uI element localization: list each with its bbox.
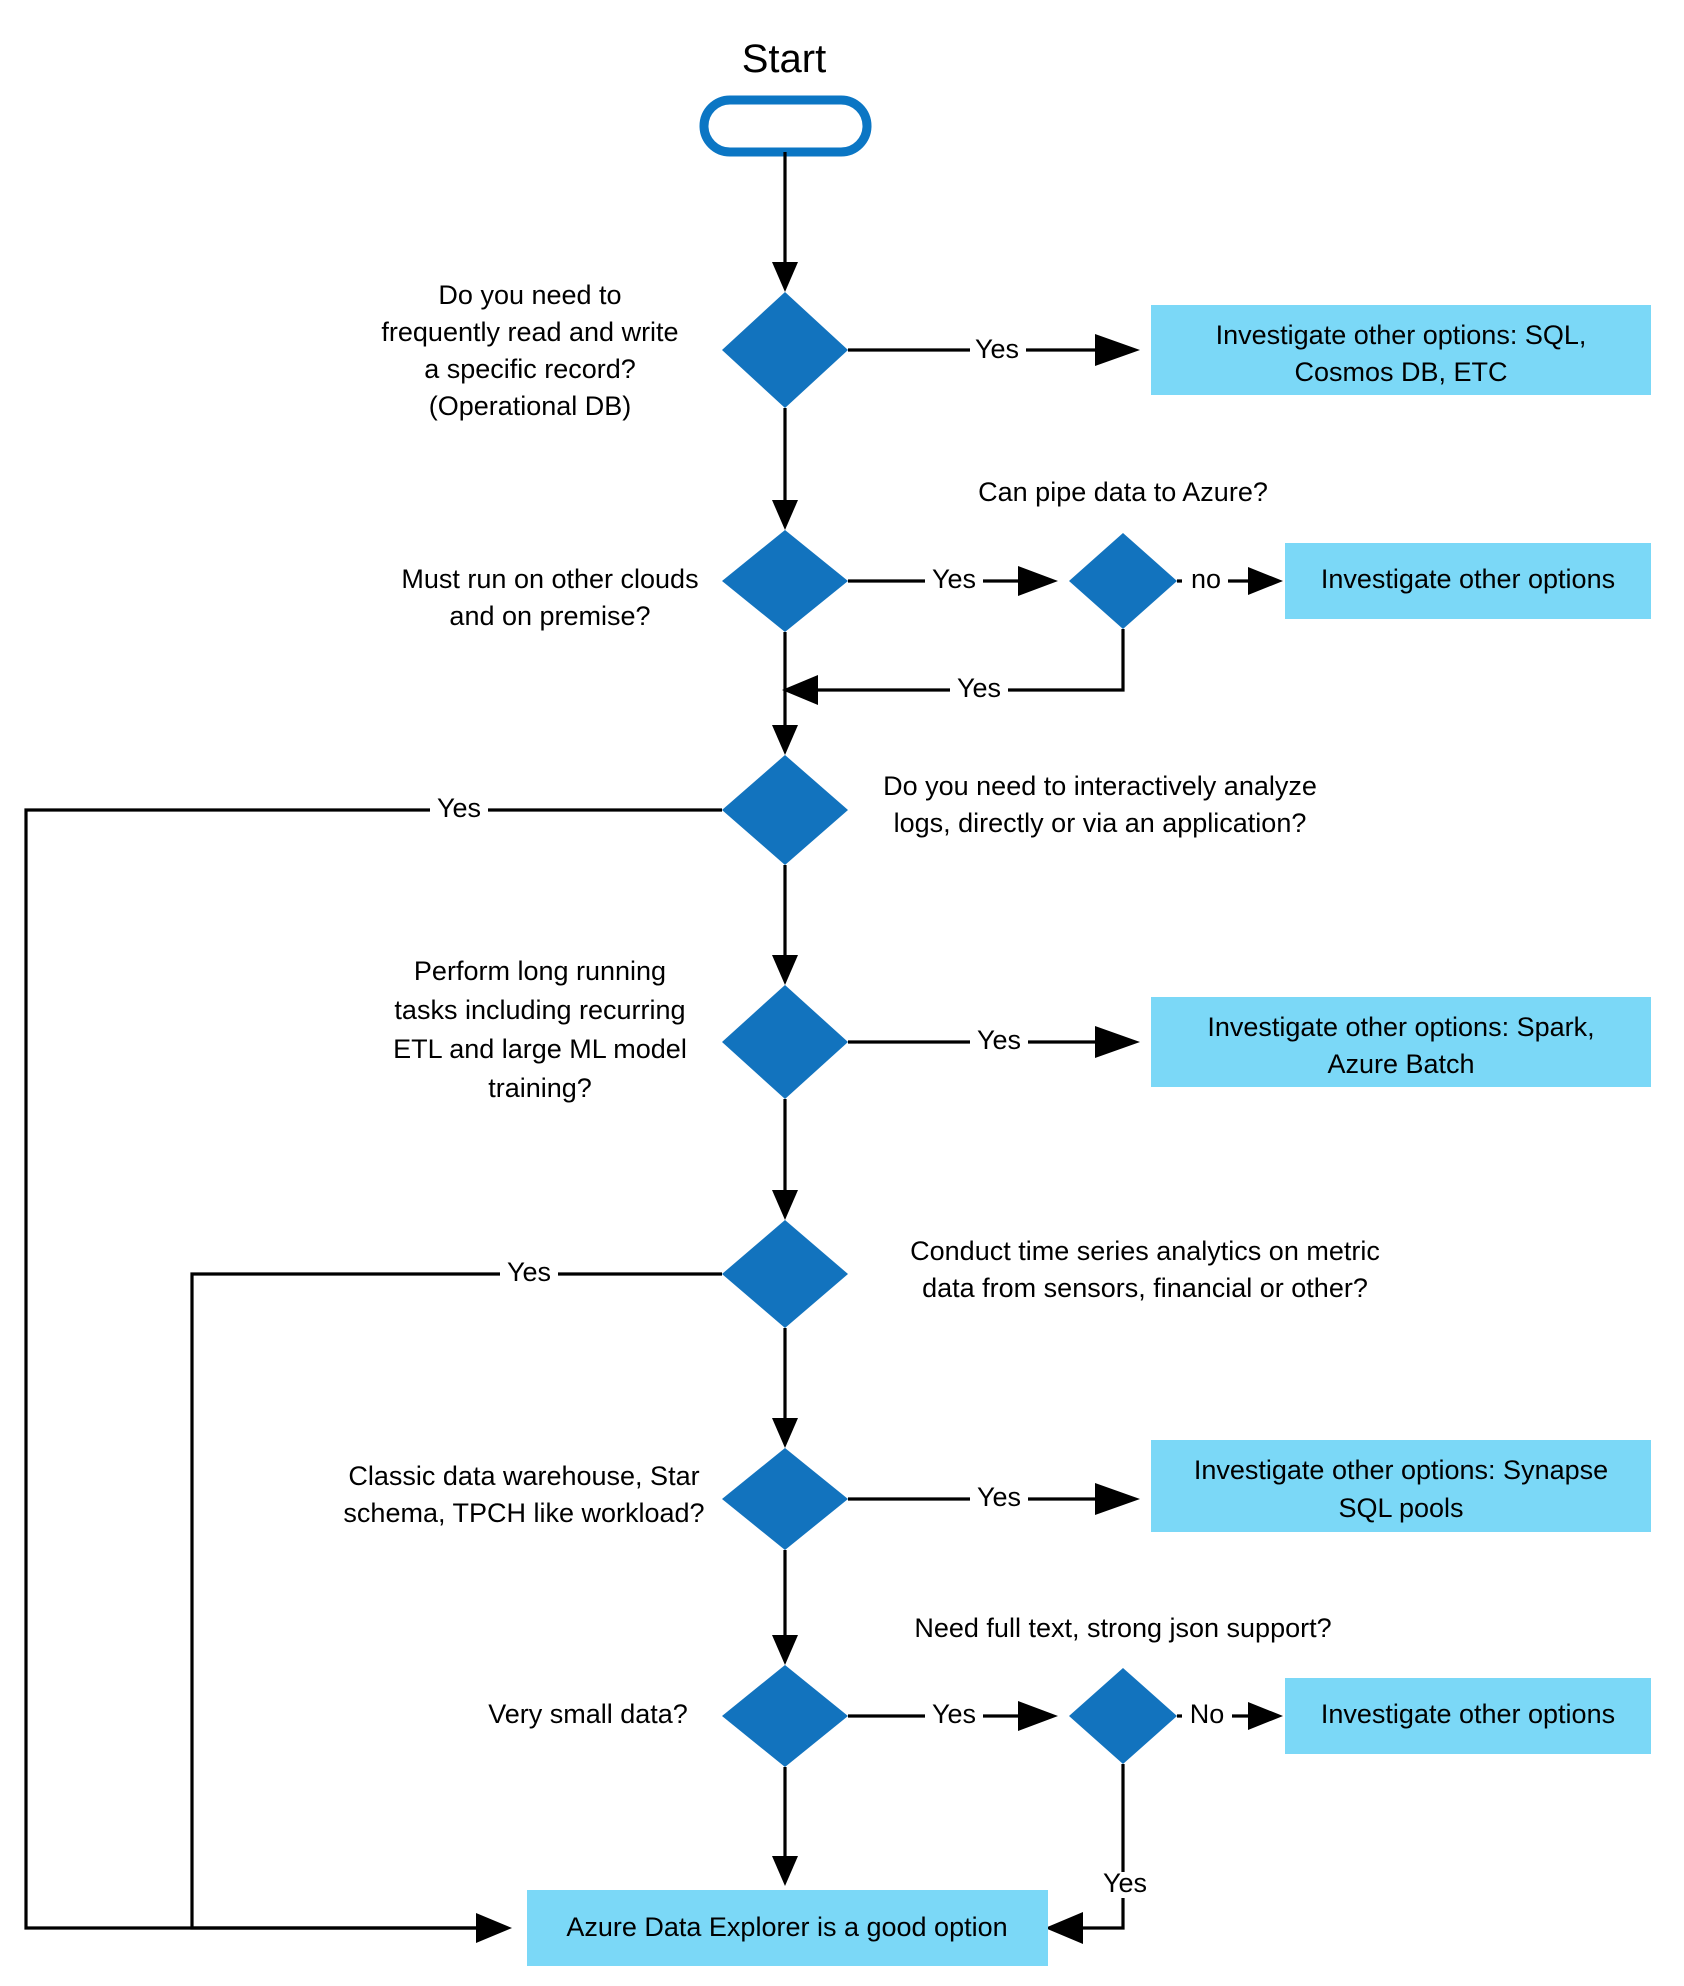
decision-interactive-logs-label-line2: logs, directly or via an application? bbox=[894, 808, 1307, 838]
arrowhead-start-to-operational-db bbox=[772, 262, 798, 292]
edge-label-bg-5 bbox=[430, 797, 488, 823]
arrowhead-time-series-to-data-warehouse bbox=[772, 1418, 798, 1448]
result-spark-batch-box[interactable] bbox=[1151, 997, 1651, 1087]
arrowhead-other-clouds-to-interactive-logs bbox=[772, 725, 798, 755]
edge-label-bg-4 bbox=[950, 677, 1008, 703]
decision-long-running-label-line3: ETL and large ML model bbox=[393, 1034, 687, 1064]
arrowhead-data-warehouse-yes bbox=[1095, 1483, 1140, 1515]
result-adx-box[interactable] bbox=[527, 1890, 1048, 1966]
decision-interactive-logs[interactable] bbox=[722, 755, 848, 865]
edge-label-bg-7 bbox=[500, 1261, 558, 1287]
result-sql-cosmos-box[interactable] bbox=[1151, 305, 1651, 395]
arrowhead-long-running-yes bbox=[1095, 1026, 1140, 1058]
arrowhead-full-text-json-yes-to-adx bbox=[1045, 1912, 1083, 1944]
result-other-options-1-line1: Investigate other options bbox=[1321, 564, 1615, 594]
decision-very-small-data-label: Very small data? bbox=[488, 1699, 688, 1729]
edge-label-very-small-data-yes: Yes bbox=[932, 1699, 976, 1729]
start-node[interactable] bbox=[699, 95, 872, 157]
result-adx-line1: Azure Data Explorer is a good option bbox=[566, 1912, 1007, 1942]
result-sql-cosmos-line2: Cosmos DB, ETC bbox=[1294, 357, 1507, 387]
edge-label-full-text-json-yes: Yes bbox=[1103, 1868, 1147, 1898]
decision-long-running-tasks[interactable] bbox=[722, 985, 848, 1099]
arrowhead-very-small-data-yes bbox=[1018, 1701, 1058, 1731]
arrowhead-operational-db-yes bbox=[1095, 334, 1140, 366]
result-synapse-line1: Investigate other options: Synapse bbox=[1194, 1455, 1608, 1485]
result-sql-cosmos-line1: Investigate other options: SQL, bbox=[1216, 320, 1587, 350]
decision-long-running-label-line1: Perform long running bbox=[414, 956, 666, 986]
result-synapse-line2: SQL pools bbox=[1338, 1493, 1463, 1523]
decision-other-clouds[interactable] bbox=[722, 530, 848, 632]
decision-very-small-data[interactable] bbox=[722, 1665, 848, 1767]
edge-label-bg-2 bbox=[925, 568, 983, 594]
arrowhead-very-small-data-to-adx bbox=[772, 1856, 798, 1886]
decision-operational-db-label-line2: frequently read and write bbox=[381, 317, 678, 347]
decision-data-warehouse[interactable] bbox=[722, 1448, 848, 1550]
edge-label-bg-9 bbox=[925, 1703, 983, 1729]
decision-operational-db[interactable] bbox=[722, 292, 848, 408]
arrowhead-pipe-to-azure-no bbox=[1248, 567, 1283, 595]
arrowhead-operational-db-to-other-clouds bbox=[772, 500, 798, 530]
result-synapse-box[interactable] bbox=[1151, 1440, 1651, 1532]
edge-label-data-warehouse-yes: Yes bbox=[977, 1482, 1021, 1512]
connector-pipe-to-azure-yes-loopback bbox=[812, 629, 1125, 692]
edge-label-other-clouds-yes: Yes bbox=[932, 564, 976, 594]
connector-full-text-json-yes-to-adx bbox=[1083, 1764, 1125, 1930]
decision-data-warehouse-label-line1: Classic data warehouse, Star bbox=[348, 1461, 699, 1491]
edge-label-full-text-json-no: No bbox=[1190, 1699, 1225, 1729]
result-other-options-2-box[interactable] bbox=[1285, 1678, 1651, 1754]
decision-time-series[interactable] bbox=[722, 1220, 848, 1328]
start-title: Start bbox=[742, 37, 826, 81]
decision-full-text-json-label: Need full text, strong json support? bbox=[914, 1613, 1331, 1643]
decision-interactive-logs-label-line1: Do you need to interactively analyze bbox=[883, 771, 1317, 801]
edge-label-operational-db-yes-top: Yes bbox=[975, 334, 1019, 364]
edge-label-pipe-to-azure-no: no bbox=[1191, 564, 1221, 594]
arrowhead-full-text-json-no bbox=[1248, 1702, 1283, 1730]
edge-label-interactive-logs-yes: Yes bbox=[437, 793, 481, 823]
decision-pipe-to-azure[interactable] bbox=[1069, 533, 1177, 629]
decision-operational-db-label-line4: (Operational DB) bbox=[429, 391, 632, 421]
decision-operational-db-label-line3: a specific record? bbox=[424, 354, 636, 384]
arrowhead-interactive-logs-yes-to-adx bbox=[476, 1913, 512, 1943]
decision-other-clouds-label-line1: Must run on other clouds bbox=[401, 564, 698, 594]
result-other-options-2-line1: Investigate other options bbox=[1321, 1699, 1615, 1729]
decision-long-running-label-line2: tasks including recurring bbox=[394, 995, 685, 1025]
decision-data-warehouse-label-line2: schema, TPCH like workload? bbox=[343, 1498, 704, 1528]
edge-label-bg-1 bbox=[970, 338, 1026, 364]
decision-time-series-label-line2: data from sensors, financial or other? bbox=[922, 1273, 1368, 1303]
decision-time-series-label-line1: Conduct time series analytics on metric bbox=[910, 1236, 1380, 1266]
edge-label-bg-8 bbox=[970, 1486, 1028, 1512]
edge-label-bg-6 bbox=[970, 1029, 1028, 1055]
edge-label-bg-3 bbox=[1182, 568, 1228, 594]
arrowhead-interactive-logs-to-long-running bbox=[772, 955, 798, 985]
edge-label-time-series-yes: Yes bbox=[507, 1257, 551, 1287]
decision-long-running-label-line4: training? bbox=[488, 1073, 592, 1103]
arrowhead-long-running-to-time-series bbox=[772, 1190, 798, 1220]
decision-pipe-to-azure-label: Can pipe data to Azure? bbox=[978, 477, 1268, 507]
edge-label-pipe-to-azure-yes: Yes bbox=[957, 673, 1001, 703]
result-spark-batch-line2: Azure Batch bbox=[1327, 1049, 1474, 1079]
result-other-options-1-box[interactable] bbox=[1285, 543, 1651, 619]
arrowhead-data-warehouse-to-very-small-data bbox=[772, 1635, 798, 1665]
edge-label-bg-11 bbox=[1096, 1872, 1154, 1898]
arrowhead-other-clouds-yes bbox=[1018, 566, 1058, 596]
result-spark-batch-line1: Investigate other options: Spark, bbox=[1207, 1012, 1594, 1042]
connector-time-series-yes-to-adx bbox=[190, 1272, 722, 1930]
arrowhead-pipe-to-azure-yes-loopback bbox=[782, 675, 818, 705]
edge-label-long-running-yes: Yes bbox=[977, 1025, 1021, 1055]
decision-operational-db-label-line1: Do you need to bbox=[438, 280, 621, 310]
edge-label-bg-10 bbox=[1182, 1703, 1232, 1729]
decision-other-clouds-label-line2: and on premise? bbox=[449, 601, 650, 631]
decision-full-text-json[interactable] bbox=[1069, 1668, 1177, 1764]
